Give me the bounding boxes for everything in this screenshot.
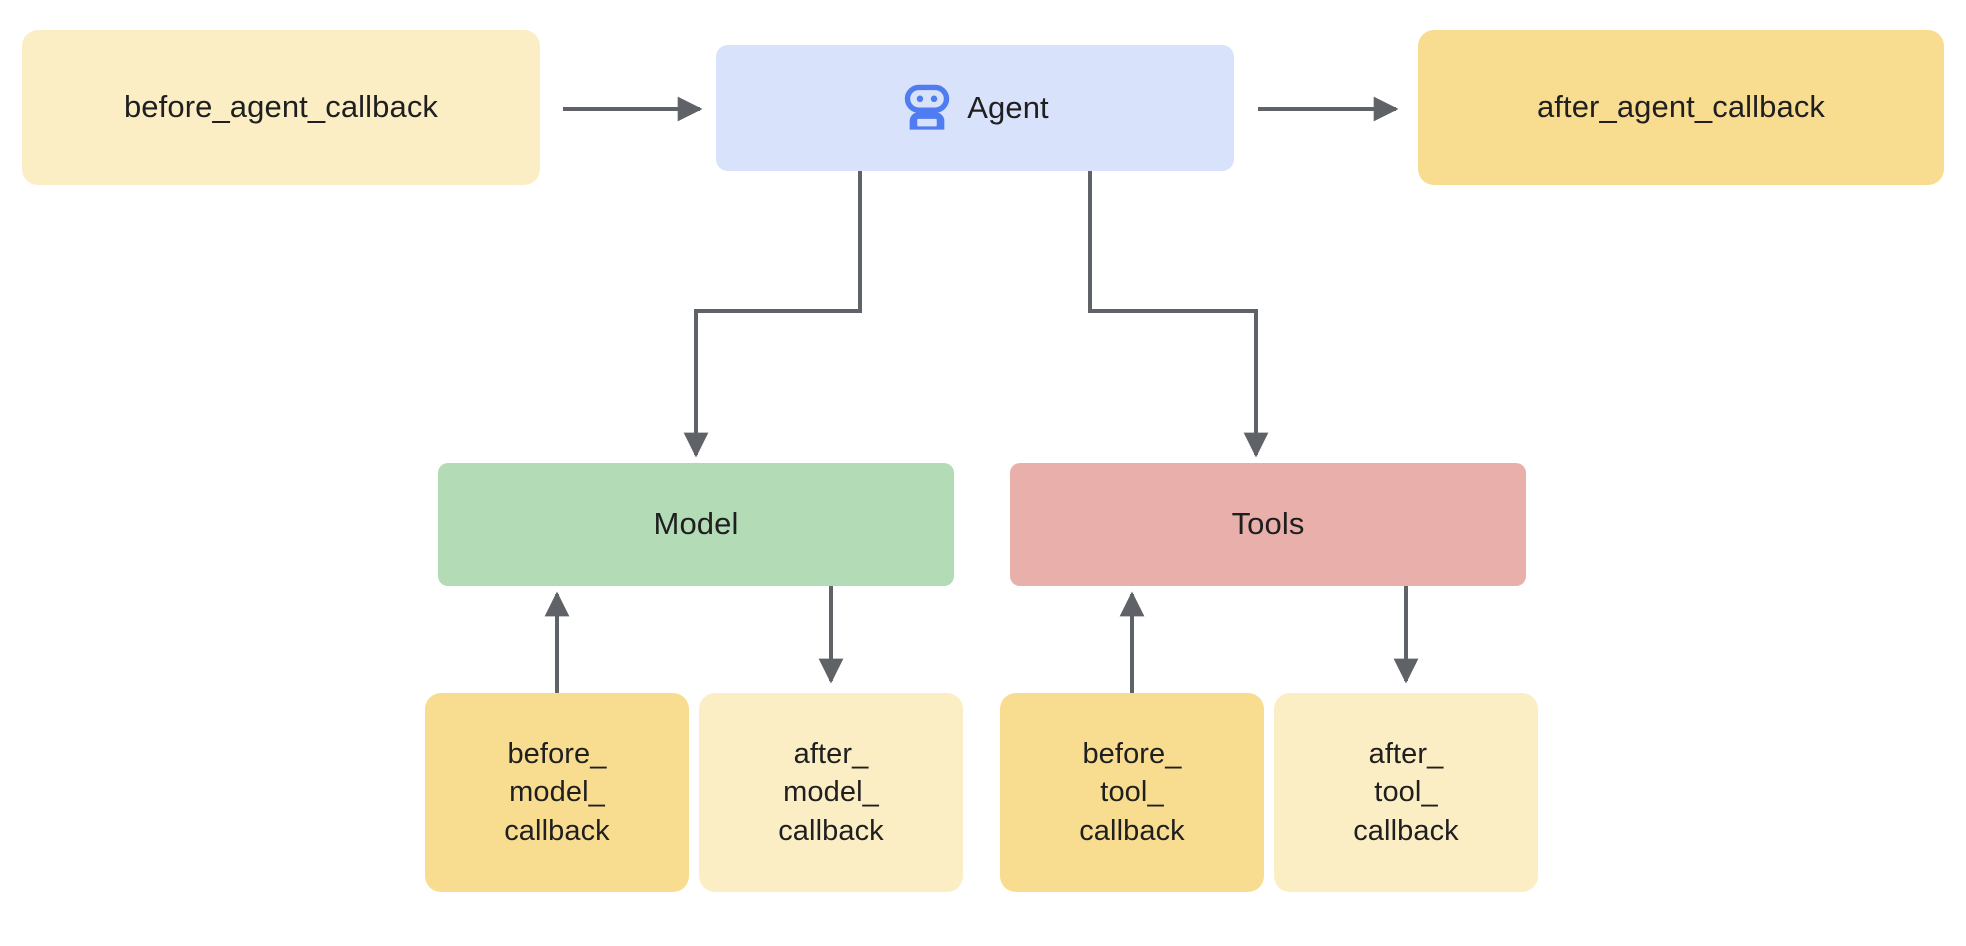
node-after-tool-callback[interactable]: after_ tool_ callback: [1274, 693, 1538, 892]
node-after-agent-callback-label: after_agent_callback: [1536, 89, 1826, 125]
node-tools-label: Tools: [1231, 506, 1305, 542]
node-model[interactable]: Model: [438, 463, 954, 586]
node-agent-label: Agent: [967, 89, 1049, 125]
node-before-agent-callback-label: before_agent_callback: [123, 89, 439, 125]
edge-agent-to-tools: [1088, 171, 1269, 458]
node-tools[interactable]: Tools: [1010, 463, 1526, 586]
node-model-label: Model: [653, 506, 739, 542]
node-before-agent-callback[interactable]: before_agent_callback: [22, 30, 540, 185]
node-after-tool-callback-label: after_ tool_ callback: [1353, 738, 1459, 847]
node-agent[interactable]: Agent: [716, 45, 1234, 171]
node-before-model-callback[interactable]: before_ model_ callback: [425, 693, 689, 892]
node-after-model-callback-label: after_ model_ callback: [778, 738, 884, 847]
node-after-model-callback[interactable]: after_ model_ callback: [699, 693, 963, 892]
edge-agent-to-model: [683, 171, 862, 458]
node-after-agent-callback[interactable]: after_agent_callback: [1418, 30, 1944, 185]
robot-icon: [905, 84, 950, 130]
node-before-tool-callback-label: before_ tool_ callback: [1079, 738, 1185, 847]
node-before-model-callback-label: before_ model_ callback: [504, 738, 610, 847]
node-before-tool-callback[interactable]: before_ tool_ callback: [1000, 693, 1264, 892]
agent-content: Agent: [901, 82, 1049, 134]
